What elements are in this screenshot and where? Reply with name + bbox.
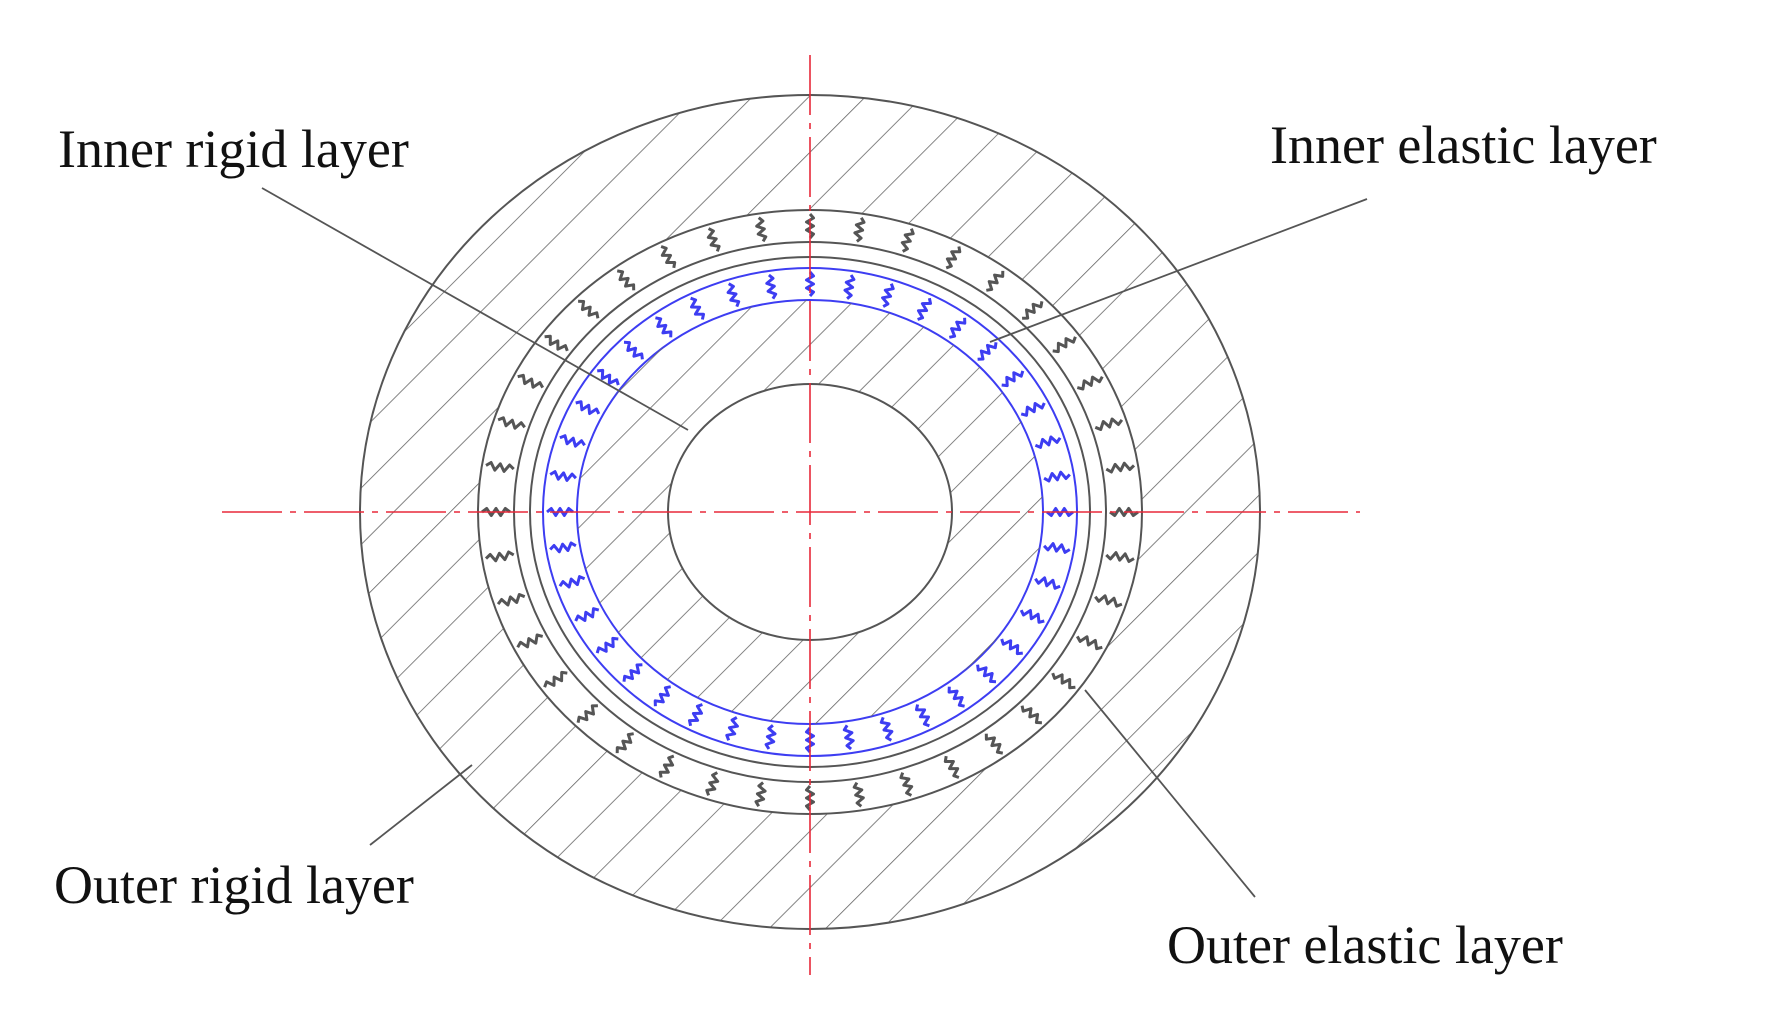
leader-lines xyxy=(261,187,1368,898)
centerlines xyxy=(222,55,1360,975)
leader-inner-elastic xyxy=(989,198,1368,343)
outer-rigid-layer-label: Outer rigid layer xyxy=(54,855,414,915)
leader-outer-elastic xyxy=(1084,689,1256,898)
inner-rigid-layer-label: Inner rigid layer xyxy=(58,119,409,179)
outer-elastic-layer-label: Outer elastic layer xyxy=(1167,915,1563,975)
inner-elastic-layer-label: Inner elastic layer xyxy=(1270,115,1657,175)
leader-inner-rigid xyxy=(261,187,689,431)
leader-outer-rigid xyxy=(369,764,473,846)
